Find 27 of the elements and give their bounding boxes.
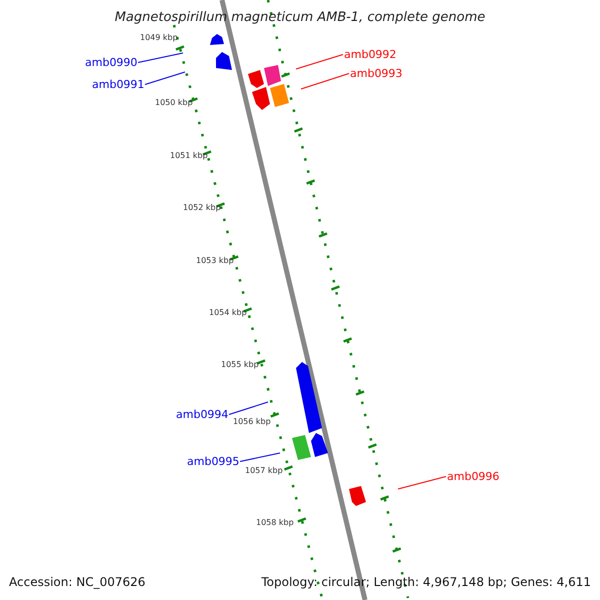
gene-label: amb0994 (176, 409, 228, 420)
scale-label: 1052 kbp (183, 204, 221, 212)
scale-label: 1055 kbp (221, 361, 259, 369)
leader-line (300, 73, 350, 90)
scale-label: 1050 kbp (155, 99, 193, 107)
leader-line (296, 54, 344, 70)
accession-text: Accession: NC_007626 (9, 576, 146, 588)
genome-info-text: Topology: circular; Length: 4,967,148 bp; Genes: 4,611 (261, 576, 591, 588)
scale-label: 1058 kbp (256, 519, 294, 527)
scale-label: 1056 kbp (233, 418, 271, 426)
scale-label: 1057 kbp (245, 467, 283, 475)
gene-label: amb0996 (447, 471, 500, 482)
scale-label: 1051 kbp (170, 152, 208, 160)
scale-label: 1049 kbp (140, 34, 178, 42)
scale-label: 1054 kbp (209, 309, 247, 317)
leader-line (228, 402, 268, 415)
scale-label: 1053 kbp (196, 257, 234, 265)
leader-line (144, 72, 186, 85)
leader-line (138, 52, 184, 63)
gene-label: amb0995 (187, 456, 240, 467)
leader-line (398, 476, 446, 490)
gene-label: amb0990 (85, 57, 138, 68)
gene-label: amb0992 (344, 49, 396, 60)
title: Magnetospirillum magneticum AMB-1, complete genome (114, 11, 486, 24)
gene-label: amb0991 (92, 79, 144, 90)
gene-label: amb0993 (350, 68, 402, 79)
leader-line (240, 452, 280, 462)
